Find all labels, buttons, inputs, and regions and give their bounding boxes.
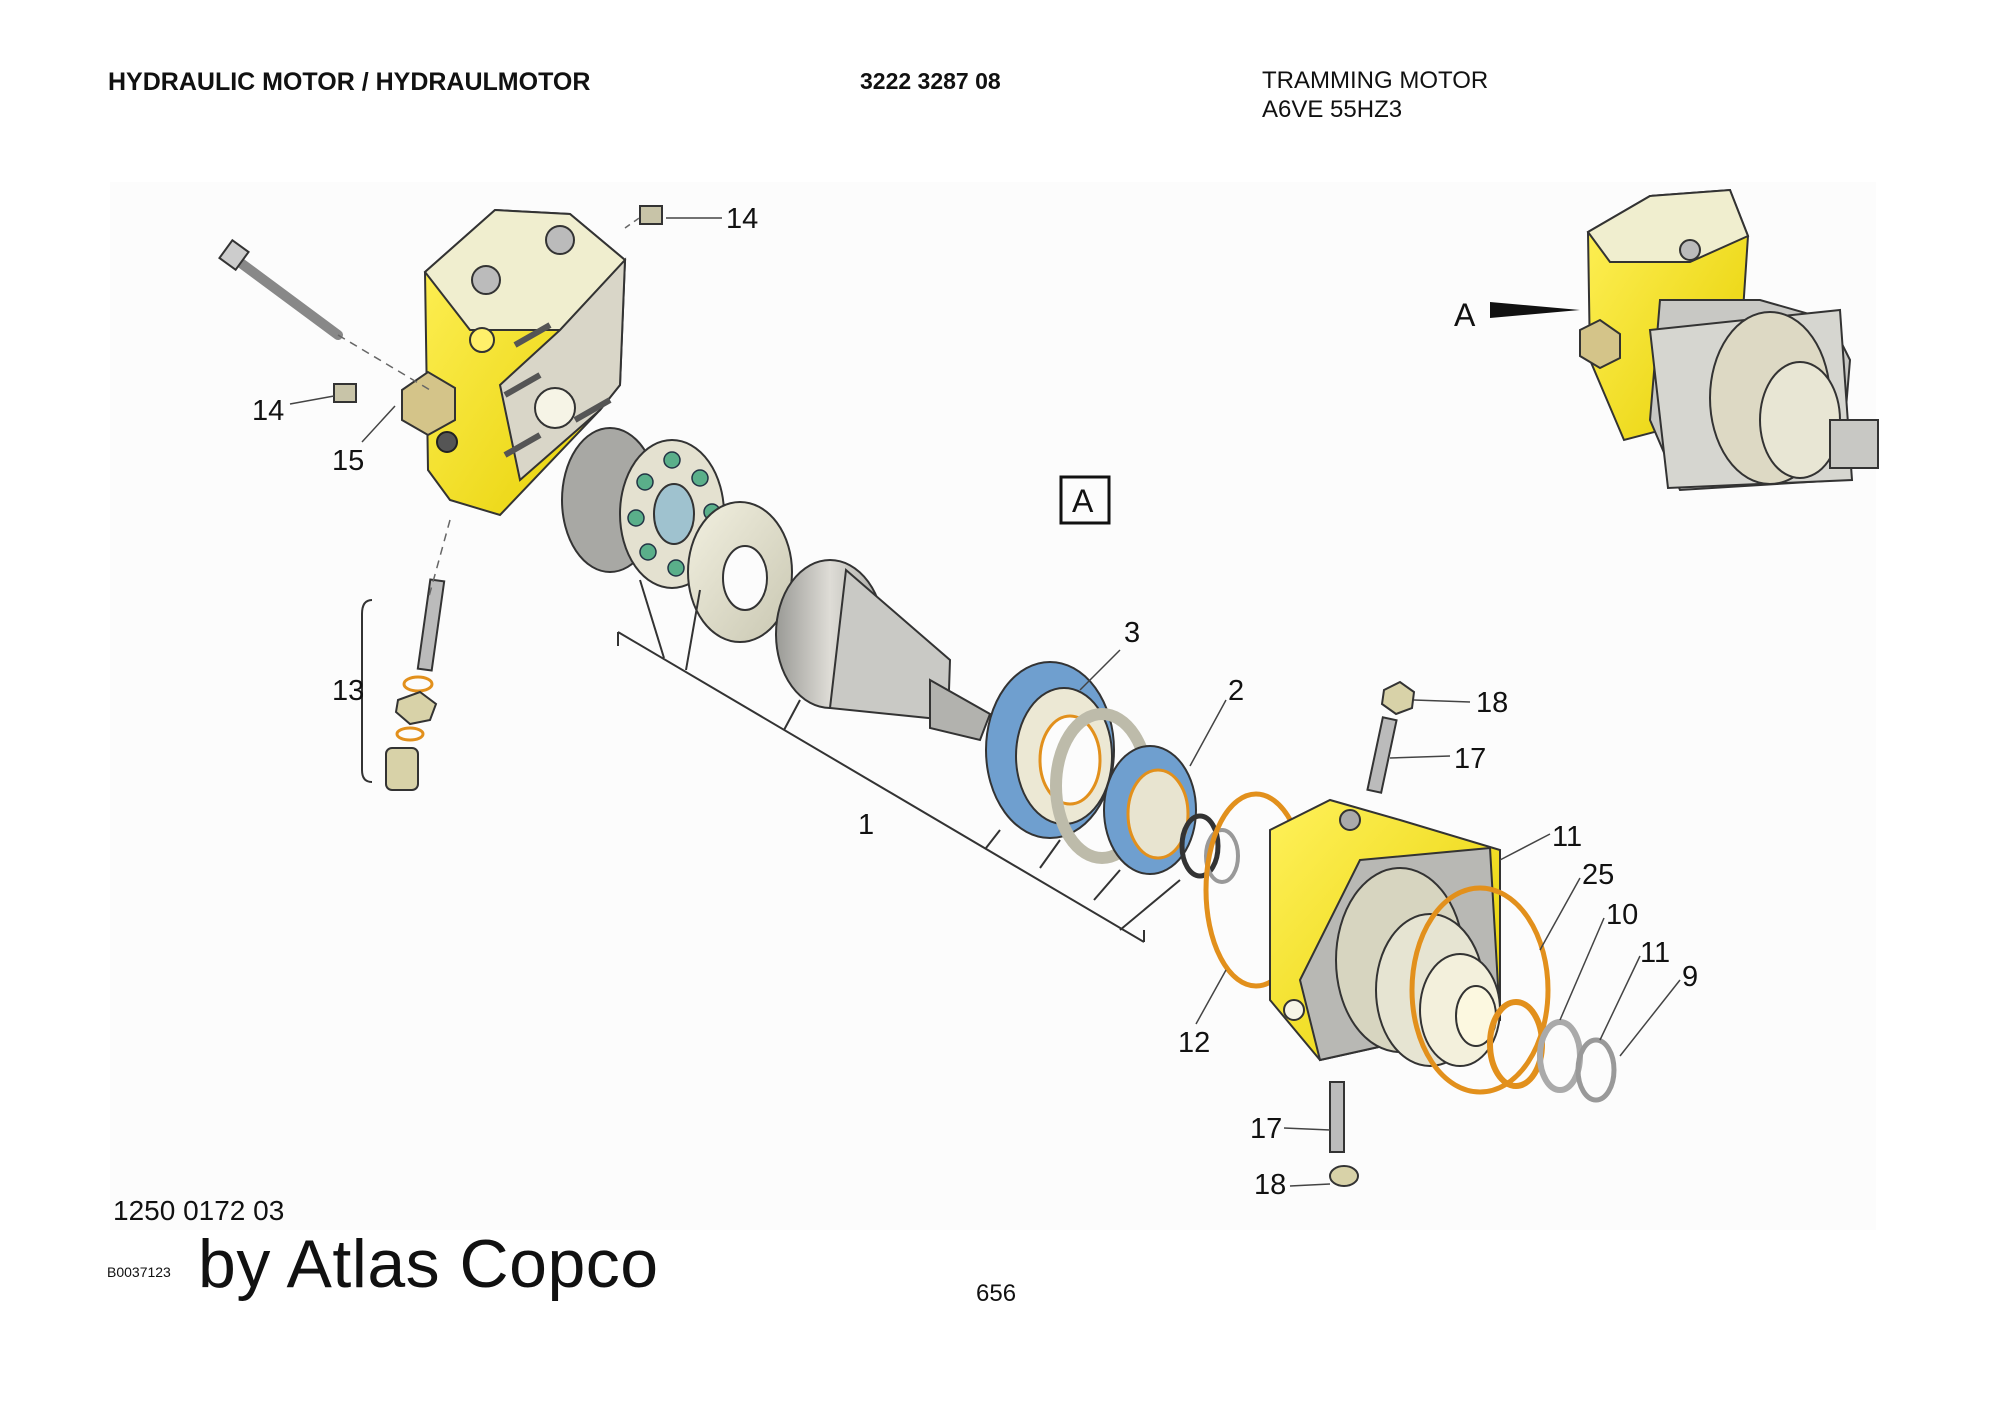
callout-11: 11 bbox=[1640, 937, 1670, 969]
studs-and-nuts bbox=[1329, 680, 1416, 1187]
callout-10: 10 bbox=[1606, 899, 1638, 931]
drawing-reference: 1250 0172 03 bbox=[113, 1195, 285, 1226]
callout-2: 2 bbox=[1228, 675, 1244, 707]
callout-leaders bbox=[289, 217, 1681, 1187]
model-designation: A6VE 55HZ3 bbox=[1262, 96, 1403, 123]
stud-kit bbox=[361, 519, 451, 791]
motor-housing bbox=[1269, 798, 1502, 1067]
callout-15: 15 bbox=[332, 445, 364, 477]
callout-14: 14 bbox=[252, 395, 284, 427]
assembly-description: TRAMMING MOTOR bbox=[1262, 67, 1489, 94]
callout-11: 11 bbox=[1552, 821, 1582, 853]
callout-14: 14 bbox=[726, 203, 758, 235]
page-number: 656 bbox=[976, 1280, 1017, 1307]
callout-3: 3 bbox=[1124, 617, 1140, 649]
document-title: HYDRAULIC MOTOR / HYDRAULMOTOR bbox=[108, 68, 591, 96]
image-code: B0037123 bbox=[107, 1264, 171, 1280]
callout-25: 25 bbox=[1582, 859, 1614, 891]
callout-18: 18 bbox=[1254, 1169, 1286, 1201]
callout-17: 17 bbox=[1454, 743, 1486, 775]
view-marker-box bbox=[1059, 475, 1111, 525]
drive-shaft bbox=[775, 559, 992, 742]
part-number: 3222 3287 08 bbox=[860, 68, 1001, 94]
bearing-2 bbox=[1103, 745, 1197, 875]
seal-rings bbox=[1409, 885, 1617, 1103]
brand-watermark: by Atlas Copco bbox=[198, 1226, 659, 1302]
bearing-3 bbox=[985, 661, 1115, 839]
callout-18: 18 bbox=[1476, 687, 1508, 719]
callout-numbers: 14 14 15 13 1 3 2 18 17 11 25 10 11 9 12… bbox=[252, 203, 1698, 1201]
callout-17: 17 bbox=[1250, 1113, 1282, 1145]
item-1-bracket bbox=[617, 579, 1181, 943]
control-housing bbox=[401, 208, 627, 517]
long-bolt bbox=[218, 238, 431, 391]
valve-plate bbox=[687, 501, 793, 643]
plug-fittings bbox=[333, 205, 663, 403]
view-marker-label: A bbox=[1072, 483, 1094, 519]
callout-13: 13 bbox=[332, 675, 364, 707]
snap-rings bbox=[1179, 813, 1240, 884]
callout-1: 1 bbox=[858, 809, 874, 841]
assembled-motor-view bbox=[1490, 188, 1879, 492]
view-arrow-label: A bbox=[1454, 297, 1476, 333]
callout-12: 12 bbox=[1178, 1027, 1210, 1059]
callout-9: 9 bbox=[1682, 961, 1698, 993]
